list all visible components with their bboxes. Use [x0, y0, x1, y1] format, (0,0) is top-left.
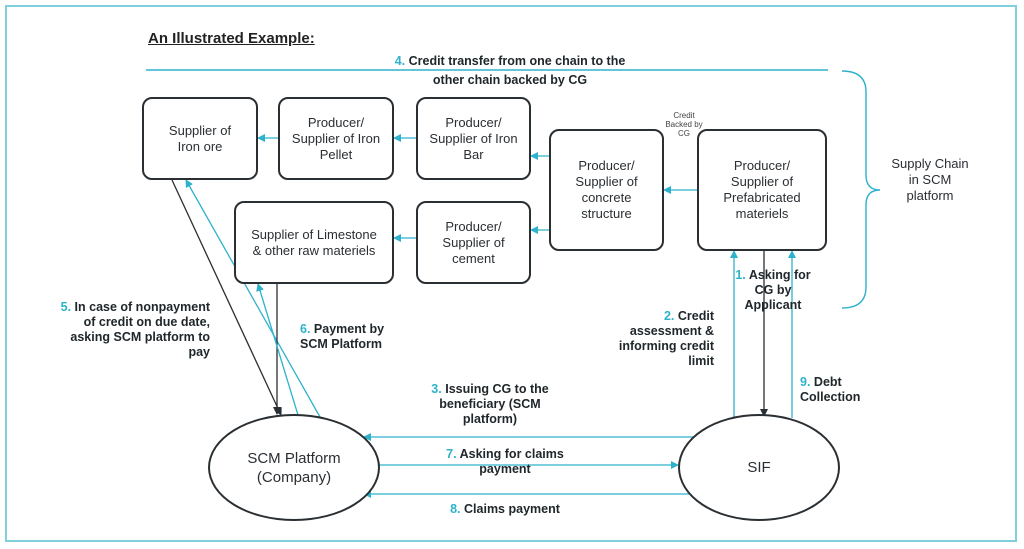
diagram-heading: An Illustrated Example: [148, 30, 315, 47]
producer-iron-bar-box: Producer/ Supplier of Iron Bar [416, 97, 531, 180]
step-8-number: 8. [450, 502, 461, 516]
diagram-frame [5, 5, 1017, 542]
step-3-text: Issuing CG to the beneficiary (SCM platf… [439, 382, 549, 426]
step-6-text: Payment by SCM Platform [300, 322, 385, 351]
arrow-scm-to-limestone [256, 283, 299, 416]
step-4-text: Credit transfer from one chain to the ot… [408, 54, 626, 87]
step-9-number: 9. [800, 375, 811, 389]
step-1-number: 1. [735, 268, 746, 282]
step-1-label: 1. Asking for CG by Applicant [726, 268, 820, 313]
supply-chain-label: Supply Chain in SCM platform [891, 156, 969, 203]
step-9-text: Debt Collection [800, 375, 861, 404]
scm-platform-ellipse: SCM Platform (Company) [208, 414, 380, 521]
step-6-number: 6. [300, 322, 311, 336]
step-8-text: Claims payment [464, 502, 560, 516]
producer-iron-pellet-box: Producer/ Supplier of Iron Pellet [278, 97, 394, 180]
step-2-label: 2. Credit assessment & informing credit … [610, 309, 714, 369]
step-6-label: 6. Payment by SCM Platform [300, 322, 402, 352]
step-2-text: Credit assessment & informing credit lim… [618, 309, 714, 368]
step-8-label: 8. Claims payment [420, 502, 590, 517]
step-5-label: 5. In case of nonpayment of credit on du… [46, 300, 210, 360]
supply-chain-brace [841, 70, 881, 309]
step-2-number: 2. [663, 309, 675, 323]
supplier-iron-ore-box: Supplier of Iron ore [142, 97, 258, 180]
credit-backed-label: Credit Backed by CG [665, 111, 703, 138]
arrow-scm-to-ironore [185, 179, 321, 418]
step-3-label: 3. Issuing CG to the beneficiary (SCM pl… [414, 382, 566, 427]
step-4-label: 4. Credit transfer from one chain to the… [380, 52, 640, 90]
step-5-text: In case of nonpayment of credit on due d… [70, 300, 210, 359]
step-1-text: Asking for CG by Applicant [744, 268, 811, 312]
supplier-limestone-box: Supplier of Limestone & other raw materi… [234, 201, 394, 284]
producer-cement-box: Producer/ Supplier of cement [416, 201, 531, 284]
step-7-number: 7. [446, 447, 457, 461]
step-5-number: 5. [60, 300, 72, 314]
producer-concrete-box: Producer/ Supplier of concrete structure [549, 129, 664, 251]
step-4-number: 4. [394, 54, 406, 68]
step-3-number: 3. [431, 382, 442, 396]
step-9-label: 9. Debt Collection [800, 375, 882, 405]
step-7-text: Asking for claims payment [459, 447, 564, 476]
sif-ellipse: SIF [678, 414, 840, 521]
arrow-ironore-to-scm [171, 179, 282, 416]
producer-prefab-box: Producer/ Supplier of Prefabricated mate… [697, 129, 827, 251]
step-7-label: 7. Asking for claims payment [430, 447, 580, 477]
